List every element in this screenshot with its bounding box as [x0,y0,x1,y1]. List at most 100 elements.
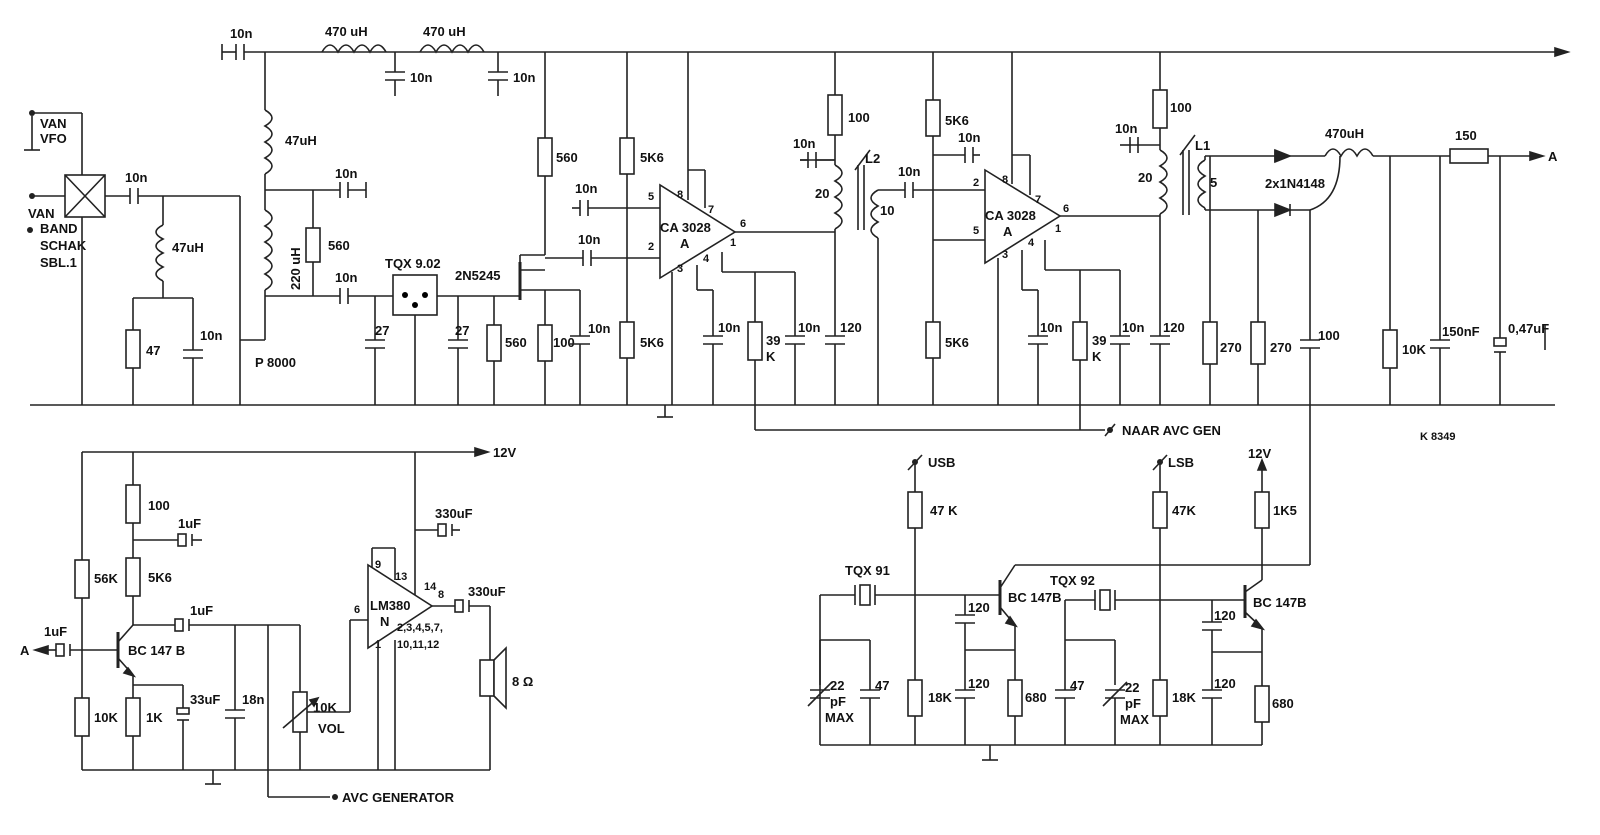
ic1-p8-label: 8 [677,189,683,201]
r-1k5-label: 1K5 [1273,503,1297,518]
c-10n-mid-label: 10n [335,166,357,181]
crystal-tqx92 [1099,589,1111,611]
potentiometer-10k-vol [292,691,308,733]
resistor-560-c [537,137,553,177]
ic1-p5-label: 5 [648,191,654,203]
transformer-l1 [1158,149,1168,215]
t-bc147b-2-label: BC 147B [1253,595,1306,610]
inductor-47uh-b [155,224,165,282]
ic1-p7-label: 7 [708,204,714,216]
inductor-470uh-2 [419,44,485,54]
resistor-100-c [1152,89,1168,129]
r-39k-b1-label: 39 [1092,333,1106,348]
ic1-p6-label: 6 [740,218,746,230]
inductor-220uh [263,209,273,291]
xtal-tqx902-label: TQX 9.02 [385,256,441,271]
l-top-2-label: 470 uH [423,24,466,39]
ic1-a-label: CA 3028 [660,220,711,235]
c-47-b-label: 47 [1070,678,1084,693]
resistor-5k6-d [925,321,941,359]
resistor-1k5 [1254,491,1270,529]
resistor-100-b [827,94,843,136]
c-10n-c-label: 10n [200,328,222,343]
van-vfo-2-label: VFO [40,131,67,146]
supply-12v-af-label: 12V [493,445,516,460]
l1-5-label: 5 [1210,175,1217,190]
r-560-c-label: 560 [556,150,578,165]
l-47uh-b-label: 47uH [172,240,204,255]
r-5k6-d-label: 5K6 [945,335,969,350]
t-bc147b-af-label: BC 147 B [128,643,185,658]
c-22pf-b3-label: MAX [1120,712,1149,727]
diode-1n4148-1 [1274,148,1293,164]
usb-label: USB [928,455,955,470]
inductor-470uh-c [1324,148,1374,158]
resistor-39k-b [1072,321,1088,361]
xtal-tqx92-label: TQX 92 [1050,573,1095,588]
ic-ca3028-2 [984,168,1062,265]
c-33uf-label: 33uF [190,692,220,707]
schak-1-label: SCHAK [40,238,87,253]
supply-arrow-top [1554,46,1571,58]
resistor-5k6-a [619,137,635,175]
c-120-e-label: 120 [1214,608,1236,623]
in-a-label: A [20,643,30,658]
diode-1n4148-2 [1274,202,1293,218]
ic3-p9-label: 9 [375,559,381,571]
c-18n-label: 18n [242,692,264,707]
r-5k6-a-label: 5K6 [640,150,664,165]
r-10k-a-label: 10K [1402,342,1426,357]
c-22pf-a2-label: pF [830,694,846,709]
c-47-a-label: 47 [875,678,889,693]
resistor-18k-a [907,679,923,717]
inductor-470uh-1 [321,44,387,54]
l1-label: L1 [1195,138,1210,153]
resistor-680-b [1254,685,1270,723]
ic1-p2-label: 2 [648,241,654,253]
c-22pf-b1-label: 22 [1125,680,1139,695]
ic2-p7-label: 7 [1035,194,1041,206]
ic2-p6-label: 6 [1063,203,1069,215]
resistor-47 [125,329,141,369]
l-top-1-label: 470 uH [325,24,368,39]
ic2-a-label: CA 3028 [985,208,1036,223]
r-560-b-label: 560 [505,335,527,350]
r-270-a-label: 270 [1220,340,1242,355]
schak-2-label: SBL.1 [40,255,77,270]
transformer-l2 [833,164,843,230]
r-39k-a2-label: K [766,349,776,364]
c-10n-in2-label: 10n [125,170,147,185]
ic1-p1-label: 1 [730,237,736,249]
supply-12v-osc-label: 12V [1248,446,1271,461]
c-10n-g-label: 10n [718,320,740,335]
c-1uf-in-label: 1uF [44,624,67,639]
r-680-a-label: 680 [1025,690,1047,705]
resistor-5k6-c [925,99,941,137]
xf-p8000-label: P 8000 [255,355,296,370]
resistor-560-a [305,227,321,263]
c-1uf-b-label: 1uF [190,603,213,618]
ic-ca3028-1 [659,183,737,280]
resistor-1k [125,697,141,737]
l2-label: L2 [865,151,880,166]
r-5k6-af-label: 5K6 [148,570,172,585]
resistor-270-b [1250,321,1266,365]
r-100-b-label: 100 [848,110,870,125]
l2-20-label: 20 [815,186,829,201]
resistor-47k-b [1152,491,1168,529]
inductor-47uh-a [263,109,273,175]
c-120-a-label: 120 [840,320,862,335]
r-680-b-label: 680 [1272,696,1294,711]
ic3-p13-label: 13 [395,571,407,583]
resistor-100-a [537,324,553,362]
pot-vol-label: VOL [318,721,345,736]
resistor-5k6-b [619,321,635,359]
c-120-f-label: 120 [1214,676,1236,691]
r-47k-b-label: 47K [1172,503,1196,518]
r-18k-b-label: 18K [1172,690,1196,705]
c-150nf-label: 150nF [1442,324,1480,339]
c-22pf-b2-label: pF [1125,696,1141,711]
ic2-p5-label: 5 [973,225,979,237]
c-10n-l-label: 10n [1040,320,1062,335]
